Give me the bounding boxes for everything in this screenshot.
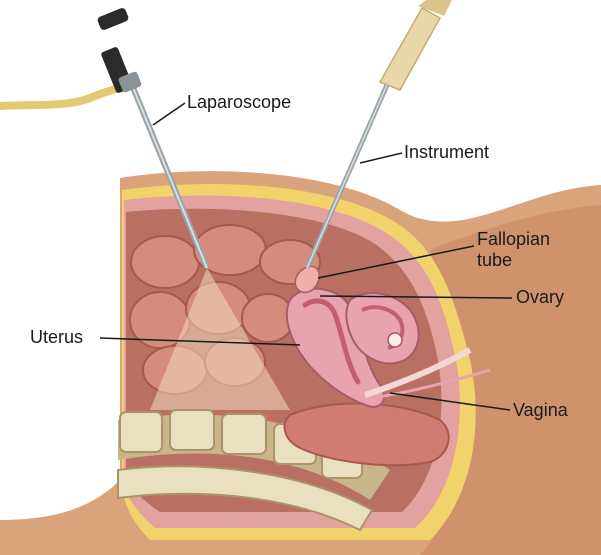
- label-ovary: Ovary: [516, 287, 564, 307]
- scope-cable: [0, 88, 126, 106]
- ovary-shape: [388, 333, 402, 347]
- label-uterus: Uterus: [30, 327, 83, 347]
- label-fallopian: Fallopian: [477, 229, 550, 249]
- label-vagina: Vagina: [513, 400, 568, 420]
- label-tube: tube: [477, 250, 512, 270]
- label-instrument: Instrument: [404, 142, 489, 162]
- label-laparoscope: Laparoscope: [187, 92, 291, 112]
